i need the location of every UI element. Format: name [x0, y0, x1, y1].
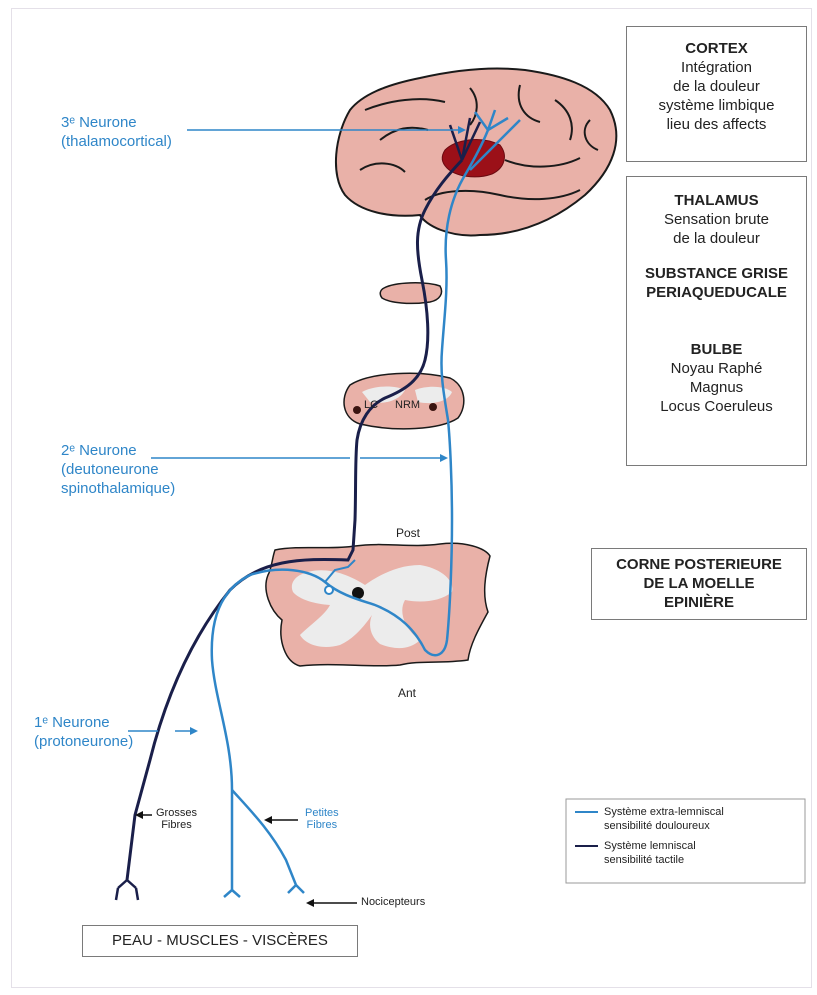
bulbe-line-3: Locus Coeruleus [627, 397, 806, 416]
nrm-nucleus [429, 403, 437, 411]
substance-title-2: PERIAQUEDUCALE [627, 283, 806, 302]
legend-extra-title: Système extra-lemniscal [604, 805, 724, 819]
thalamus-title: THALAMUS [627, 191, 806, 210]
corne-line-2: DE LA MOELLE [592, 574, 806, 593]
ant-label: Ant [398, 686, 416, 700]
post-label: Post [396, 526, 420, 540]
petites-fibres-label: Petites Fibres [305, 807, 339, 831]
extra-lemniscal-fiber-b [232, 790, 296, 885]
second-neuron-subtitle: (deutoneurone [61, 460, 175, 479]
thalamus-line-1: Sensation brute [627, 210, 806, 229]
corne-line-3: EPINIÈRE [592, 593, 806, 612]
skin-box: PEAU - MUSCLES - VISCÈRES [82, 925, 358, 957]
lc-nucleus [353, 406, 361, 414]
corne-line-1: CORNE POSTERIEURE [592, 555, 806, 574]
second-neuron-title: 2ᵉ Neurone [61, 441, 175, 460]
cortex-box: CORTEX Intégration de la douleur système… [626, 26, 807, 162]
bulbe-title: BULBE [627, 340, 806, 359]
nocicepteurs-label: Nocicepteurs [361, 896, 425, 908]
nrm-label: NRM [395, 399, 420, 411]
grosses-fibres-text: Fibres [156, 819, 197, 831]
legend-lemniscal-subtitle: sensibilité tactile [604, 853, 696, 867]
cortex-line-3: système limbique [627, 96, 806, 115]
legend-extra-lemniscal: Système extra-lemniscal sensibilité doul… [604, 805, 724, 833]
lemniscal-fiber [127, 160, 462, 880]
thalamus-line-2: de la douleur [627, 229, 806, 248]
third-neuron-label: 3ᵉ Neurone (thalamocortical) [61, 113, 172, 151]
third-neuron-title: 3ᵉ Neurone [61, 113, 172, 132]
cortex-line-4: lieu des affects [627, 115, 806, 134]
skin-label: PEAU - MUSCLES - VISCÈRES [112, 932, 328, 949]
petites-text: Petites [305, 807, 339, 819]
second-neuron-subtitle-2: spinothalamique) [61, 479, 175, 498]
first-neuron-subtitle: (protoneurone) [34, 732, 133, 751]
grosses-fibres-label: Grosses Fibres [156, 807, 197, 831]
periaqueductal-grey [380, 283, 441, 304]
third-neuron-subtitle: (thalamocortical) [61, 132, 172, 151]
thalamus-bulbe-box: THALAMUS Sensation brute de la douleur S… [626, 176, 807, 466]
first-neuron-title: 1ᵉ Neurone [34, 713, 133, 732]
cortex-title: CORTEX [627, 39, 806, 58]
bulbe-line-1: Noyau Raphé [627, 359, 806, 378]
petites-fibres-text: Fibres [305, 819, 339, 831]
first-neuron-label: 1ᵉ Neurone (protoneurone) [34, 713, 133, 751]
legend-lemniscal: Système lemniscal sensibilité tactile [604, 839, 696, 867]
legend-extra-subtitle: sensibilité douloureux [604, 819, 724, 833]
corne-box: CORNE POSTERIEURE DE LA MOELLE EPINIÈRE [591, 548, 807, 620]
legend-lemniscal-title: Système lemniscal [604, 839, 696, 853]
lc-label: LC [364, 399, 378, 411]
cortex-line-1: Intégration [627, 58, 806, 77]
substance-title-1: SUBSTANCE GRISE [627, 264, 806, 283]
grosses-text: Grosses [156, 807, 197, 819]
second-neuron-label: 2ᵉ Neurone (deutoneurone spinothalamique… [61, 441, 175, 498]
bulbe-line-2: Magnus [627, 378, 806, 397]
cortex-line-2: de la douleur [627, 77, 806, 96]
extra-lemniscal-fiber-a [212, 130, 488, 890]
